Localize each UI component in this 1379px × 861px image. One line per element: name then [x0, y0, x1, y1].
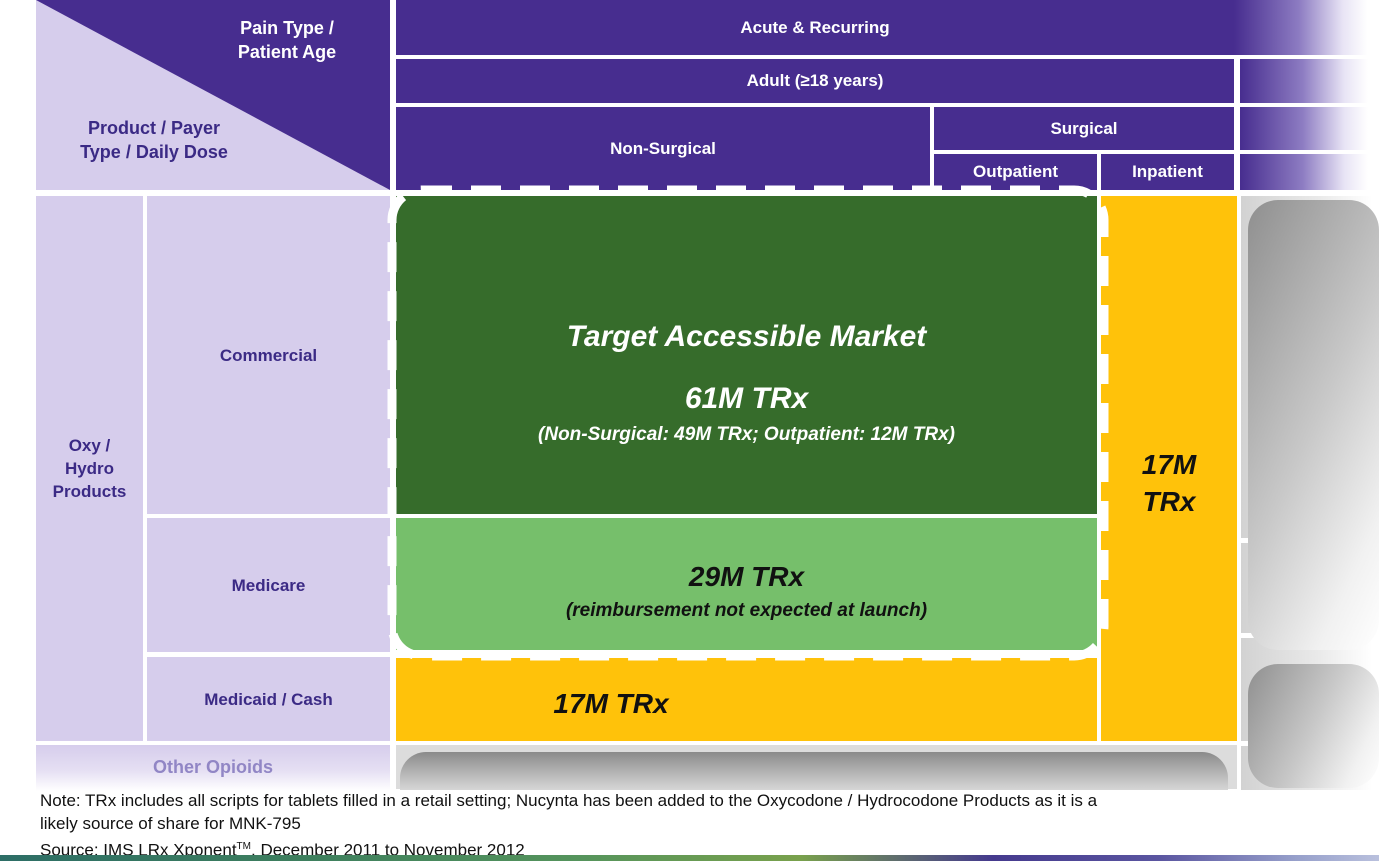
header-adult-label: Adult (≥18 years): [746, 71, 884, 90]
medicare-text: 29M TRx (reimbursement not expected at l…: [396, 560, 1097, 624]
footer-source-tm: TM: [236, 841, 251, 852]
header-fade-band-adult: [1240, 59, 1379, 103]
bottom-accent-strip: [0, 855, 1379, 861]
row-commercial: Commercial: [147, 196, 390, 514]
header-non-surgical-label: Non-Surgical: [610, 138, 716, 158]
row-commercial-label: Commercial: [219, 345, 318, 365]
corner-cell: Pain Type / Patient Age Product / Payer …: [36, 0, 390, 190]
row-group-oxy-hydro: Oxy / Hydro Products: [36, 196, 143, 741]
other-opioids-gray-card: [400, 752, 1228, 790]
target-market-value: 61M TRx: [684, 382, 809, 415]
header-outpatient: Outpatient: [934, 154, 1097, 190]
footer-note-line1: Note: TRx includes all scripts for table…: [40, 791, 1098, 810]
footer-note-line2: likely source of share for MNK-795: [40, 814, 301, 833]
target-market-detail: (Non-Surgical: 49M TRx; Outpatient: 12M …: [538, 424, 955, 445]
header-acute-recurring-label: Acute & Recurring: [740, 17, 890, 37]
header-non-surgical: Non-Surgical: [396, 107, 930, 190]
product-payer-label: Product / Payer Type / Daily Dose: [80, 118, 228, 162]
row-medicare-label: Medicare: [231, 575, 306, 595]
footer-source-prefix: Source: IMS LRx Xponent: [40, 840, 237, 860]
medicare-block: [396, 518, 1097, 650]
footer-source-line: Source: IMS LRx XponentTM, December 2011…: [40, 835, 1340, 861]
medicaid-block: [396, 658, 1097, 741]
medicare-detail: (reimbursement not expected at launch): [565, 600, 928, 621]
header-adult: Adult (≥18 years): [396, 59, 1234, 103]
header-acute-recurring: Acute & Recurring: [396, 0, 1234, 55]
medicaid-value: 17M TRx: [553, 688, 669, 719]
header-fade-band-surgical: [1240, 107, 1379, 150]
target-market-text: Target Accessible Market 61M TRx (Non-Su…: [396, 318, 1097, 448]
row-medicaid-cash: Medicaid / Cash: [147, 657, 390, 741]
pain-type-label: Pain Type / Patient Age: [237, 18, 337, 62]
target-market-dashed-outline: [387, 185, 1109, 661]
inpatient-block: [1101, 196, 1237, 741]
medicare-value: 29M TRx: [688, 561, 805, 592]
header-surgical: Surgical: [934, 107, 1234, 150]
row-medicaid-cash-label: Medicaid / Cash: [204, 689, 333, 709]
header-surgical-label: Surgical: [1050, 118, 1118, 138]
row-medicare: Medicare: [147, 518, 390, 652]
header-inpatient-label: Inpatient: [1132, 162, 1203, 181]
target-market-block: [396, 196, 1097, 514]
header-outpatient-label: Outpatient: [973, 162, 1058, 181]
header-fade-band-sub: [1240, 154, 1379, 190]
inpatient-value: 17M TRx: [1141, 449, 1197, 517]
header-acute-fade: [1234, 0, 1379, 55]
header-inpatient: Inpatient: [1101, 154, 1234, 190]
right-gray-card-top: [1248, 200, 1379, 650]
row-other-opioids-label: Other Opioids: [152, 757, 273, 777]
footer-source-suffix: , December 2011 to November 2012: [251, 840, 525, 860]
target-market-title: Target Accessible Market: [566, 320, 927, 353]
right-gray-card-bottom: [1248, 664, 1379, 788]
row-other-opioids: Other Opioids: [36, 745, 390, 791]
